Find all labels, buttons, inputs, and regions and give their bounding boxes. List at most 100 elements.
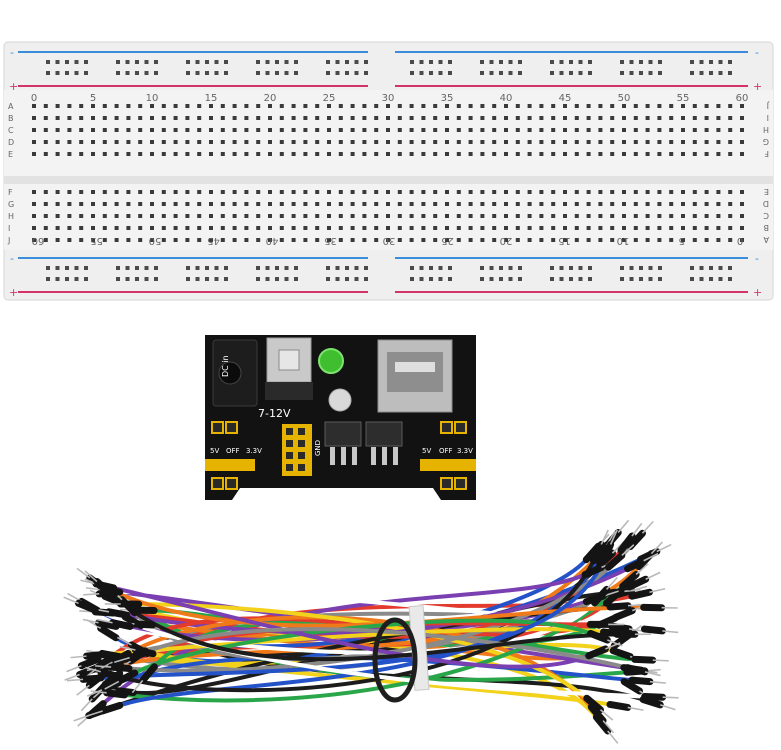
- terminal-hole: [67, 152, 72, 156]
- regulator-pin: [371, 447, 376, 465]
- terminal-hole: [397, 128, 402, 132]
- row-letter-left: C: [8, 126, 14, 135]
- rail-hole: [256, 266, 260, 270]
- terminal-hole: [515, 226, 520, 230]
- terminal-hole: [421, 238, 426, 242]
- rail-hole: [718, 71, 723, 75]
- terminal-hole: [551, 190, 556, 194]
- header-block-pin: [298, 428, 305, 435]
- terminal-hole: [633, 226, 638, 230]
- terminal-hole: [622, 152, 626, 156]
- rail-hole: [448, 277, 452, 281]
- rail-hole: [518, 60, 522, 64]
- terminal-hole: [657, 140, 662, 144]
- wire-pin: [76, 567, 91, 579]
- wire-pin: [85, 666, 101, 673]
- terminal-hole: [279, 202, 284, 206]
- terminal-hole: [197, 226, 202, 230]
- terminal-hole: [527, 104, 532, 108]
- dc-in-label: DC in: [221, 355, 230, 377]
- rail-hole: [345, 60, 349, 64]
- terminal-hole: [692, 238, 697, 242]
- terminal-hole: [173, 128, 178, 132]
- terminal-hole: [220, 190, 225, 194]
- terminal-hole: [173, 214, 178, 218]
- header-pin: [225, 421, 238, 434]
- terminal-hole: [161, 128, 166, 132]
- rail-hole: [518, 277, 522, 281]
- wire-pin: [95, 665, 112, 668]
- terminal-hole: [244, 140, 249, 144]
- column-number-bottom: 40: [266, 235, 279, 246]
- voltage-range-label: 7-12V: [258, 407, 291, 420]
- terminal-hole: [244, 214, 249, 218]
- wire-pin: [649, 680, 666, 684]
- rail-hole: [214, 71, 219, 75]
- terminal-hole: [492, 152, 497, 156]
- terminal-hole: [150, 226, 154, 230]
- terminal-hole: [32, 226, 36, 230]
- wire-plug: [126, 648, 151, 662]
- terminal-hole: [645, 140, 650, 144]
- rail-hole: [448, 266, 452, 270]
- terminal-hole: [315, 214, 320, 218]
- rail-hole: [639, 266, 643, 270]
- terminal-hole: [256, 238, 261, 242]
- terminal-hole: [32, 202, 36, 206]
- wire-plug: [631, 655, 657, 664]
- terminal-hole: [633, 214, 638, 218]
- rail-hole: [345, 71, 349, 75]
- terminal-hole: [574, 152, 579, 156]
- wire-plug: [641, 692, 667, 701]
- terminal-hole: [256, 214, 261, 218]
- rail-hole: [588, 277, 592, 281]
- terminal-hole: [197, 238, 202, 242]
- power-led: [318, 348, 344, 374]
- wire-plug: [92, 654, 114, 673]
- wire-pin: [90, 690, 107, 694]
- rail-hole: [214, 277, 219, 281]
- terminal-hole: [138, 214, 143, 218]
- column-number-top: 15: [205, 93, 218, 104]
- wire-plug: [107, 663, 133, 672]
- rail-hole: [186, 266, 190, 270]
- terminal-hole: [374, 128, 379, 132]
- terminal-hole: [633, 104, 638, 108]
- wire-plug: [130, 620, 156, 629]
- terminal-hole: [114, 226, 119, 230]
- rail-hole: [55, 71, 60, 75]
- terminal-hole: [209, 104, 213, 108]
- terminal-hole: [480, 116, 485, 120]
- terminal-hole: [32, 190, 36, 194]
- terminal-hole: [409, 128, 414, 132]
- rail-hole: [639, 71, 643, 75]
- header-block-pin: [286, 440, 293, 447]
- terminal-hole: [327, 238, 331, 242]
- column-number-bottom: 50: [149, 235, 162, 246]
- wire-pin: [86, 689, 103, 697]
- rail-plus-label: +: [9, 80, 18, 93]
- wire: [116, 655, 634, 685]
- wire-pin: [649, 587, 666, 594]
- terminal-hole: [256, 202, 261, 206]
- column-number-top: 20: [264, 93, 277, 104]
- wire: [98, 558, 606, 680]
- terminal-hole: [692, 214, 697, 218]
- rail-hole: [588, 266, 592, 270]
- regulator-pins: [330, 447, 398, 465]
- rail-hole: [578, 71, 583, 75]
- terminal-hole: [232, 128, 237, 132]
- terminal-hole: [138, 238, 143, 242]
- terminal-hole: [161, 202, 166, 206]
- terminal-hole: [740, 152, 744, 156]
- wire-plug: [639, 696, 664, 709]
- terminal-hole: [362, 202, 367, 206]
- rail-hole: [195, 266, 200, 270]
- terminal-hole: [728, 116, 733, 120]
- wire-pin: [662, 696, 679, 699]
- regulator-pin: [382, 447, 387, 465]
- terminal-hole: [539, 214, 544, 218]
- terminal-hole: [32, 116, 36, 120]
- wire-plug: [589, 540, 605, 565]
- column-number-top: 60: [736, 93, 749, 104]
